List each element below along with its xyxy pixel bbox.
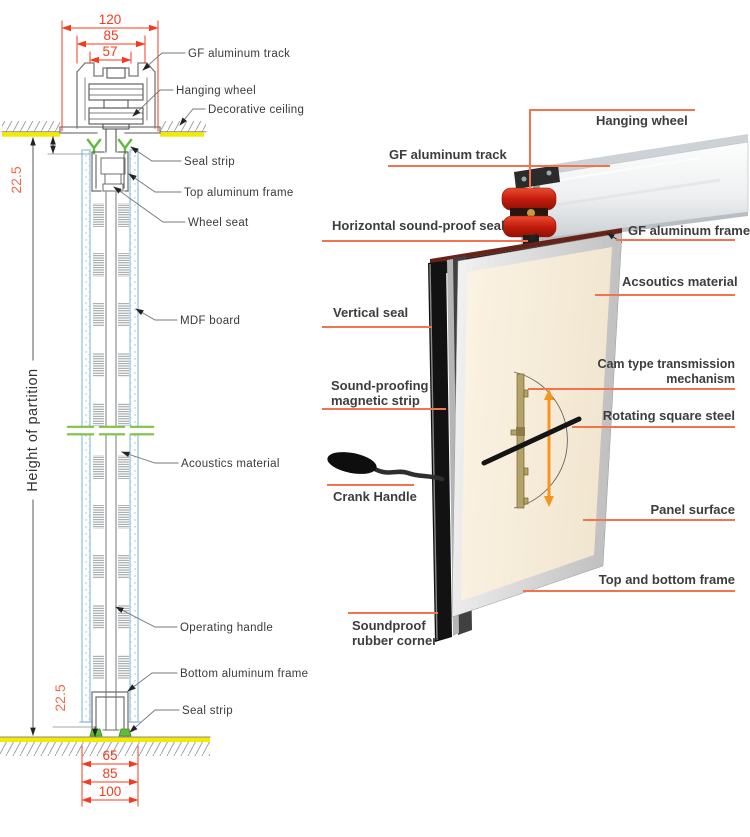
- leader-top-bottom-frame: [523, 590, 735, 592]
- label-hanging-wheel: Hanging wheel: [176, 85, 256, 97]
- label-top-bottom-frame: Top and bottom frame: [598, 572, 735, 587]
- label-r-gf-aluminum-track: GF aluminum track: [389, 147, 507, 162]
- floor-graphic: [0, 736, 211, 756]
- label-gf-aluminum-track: GF aluminum track: [188, 48, 290, 60]
- leader-magnetic-strip: [322, 408, 446, 410]
- rotating-square-steel-rod: [481, 416, 582, 466]
- label-acoustics-material: Acoustics material: [181, 458, 280, 470]
- leader-gf-aluminum-track: [388, 165, 610, 167]
- section-drawing: 120 85 57 65 85 100 Height of partition …: [0, 12, 308, 807]
- cam-mechanism: [481, 371, 582, 509]
- height-of-partition-label: Height of partition: [25, 368, 41, 491]
- bottom-frame-graphic: [91, 691, 129, 737]
- break-lines: [66, 425, 156, 436]
- rubber-label-line1: Soundproof: [352, 618, 426, 633]
- cam-arrow-up: [544, 389, 554, 400]
- leader-gf-aluminum-frame: [616, 239, 735, 241]
- dim-57: 57: [102, 44, 117, 59]
- label-wheel-seat: Wheel seat: [188, 217, 249, 229]
- leader-hanging-wheel: [529, 109, 695, 111]
- rubber-label-line2: rubber corner: [352, 633, 438, 648]
- acoustic-material-blocks: [93, 203, 129, 679]
- leader-crank-handle: [327, 484, 414, 486]
- dim-65: 65: [102, 748, 117, 763]
- hanging-wheel-3d: [501, 165, 560, 246]
- right-pointer-arrows: [527, 232, 619, 242]
- label-panel-surface: Panel surface: [650, 502, 735, 517]
- top-frame-graphic: [91, 151, 129, 192]
- label-mdf-board: MDF board: [180, 315, 240, 327]
- decorative-ceiling-graphic: [1, 121, 207, 137]
- top-dimensions: [61, 20, 159, 132]
- section-leader-lines: [113, 52, 206, 733]
- label-top-aluminum-frame: Top aluminum frame: [184, 187, 294, 199]
- label-acoustics-material-3d: Acsoutics material: [622, 274, 738, 289]
- cam-label-line2: mechanism: [666, 372, 735, 386]
- floor-offset-label: 22.5: [52, 684, 68, 711]
- leader-vertical-seal: [322, 326, 432, 328]
- label-vertical-seal: Vertical seal: [333, 305, 409, 320]
- label-gf-aluminum-frame: GF aluminum frame: [628, 223, 750, 238]
- crank-handle-3d: [327, 452, 445, 482]
- label-seal-strip-bottom: Seal strip: [182, 705, 233, 717]
- track-profile: [59, 62, 161, 134]
- dim-85-top: 85: [103, 28, 118, 43]
- dim-100: 100: [99, 784, 122, 799]
- floor-offset-dim: [52, 726, 98, 737]
- label-seal-strip-top: Seal strip: [184, 156, 235, 168]
- mdf-boards: [79, 149, 141, 723]
- leader-rotating-square-steel: [572, 426, 735, 428]
- leader-hanging-wheel-drop: [529, 109, 531, 189]
- operating-rod: [105, 190, 117, 693]
- magnetic-label-line1: Sound-proofing: [331, 378, 429, 393]
- bottom-dimensions: [81, 745, 139, 807]
- cam-label-line1: Cam type transmission: [597, 357, 735, 371]
- leader-panel-surface: [583, 519, 735, 521]
- label-bottom-aluminum-frame: Bottom aluminum frame: [180, 668, 308, 680]
- panel-3d: [451, 232, 623, 618]
- seal-strip-top-graphic: [86, 138, 133, 155]
- label-decorative-ceiling: Decorative ceiling: [208, 104, 304, 116]
- hanging-wheel-assembly: [88, 67, 144, 153]
- label-rotating-square-steel: Rotating square steel: [602, 408, 735, 423]
- ceiling-offset-label: 22.5: [8, 166, 24, 193]
- label-operating-handle: Operating handle: [180, 622, 273, 634]
- leader-rubber-corner: [348, 612, 438, 614]
- dim-120: 120: [99, 12, 122, 27]
- label-r-hanging-wheel: Hanging wheel: [596, 113, 688, 128]
- label-horizontal-seal: Horizontal sound-proof seal: [332, 218, 505, 233]
- label-crank-handle: Crank Handle: [333, 489, 417, 504]
- magnetic-label-line2: magnetic strip: [331, 393, 420, 408]
- leader-acoustics-material: [595, 294, 735, 296]
- dim-85-bottom: 85: [102, 766, 117, 781]
- leader-cam-mechanism: [528, 388, 735, 390]
- panel-illustration: [327, 134, 749, 642]
- cam-arrow-down: [544, 496, 554, 507]
- ceiling-offset-dim: [47, 136, 91, 155]
- leader-horizontal-seal: [322, 240, 528, 242]
